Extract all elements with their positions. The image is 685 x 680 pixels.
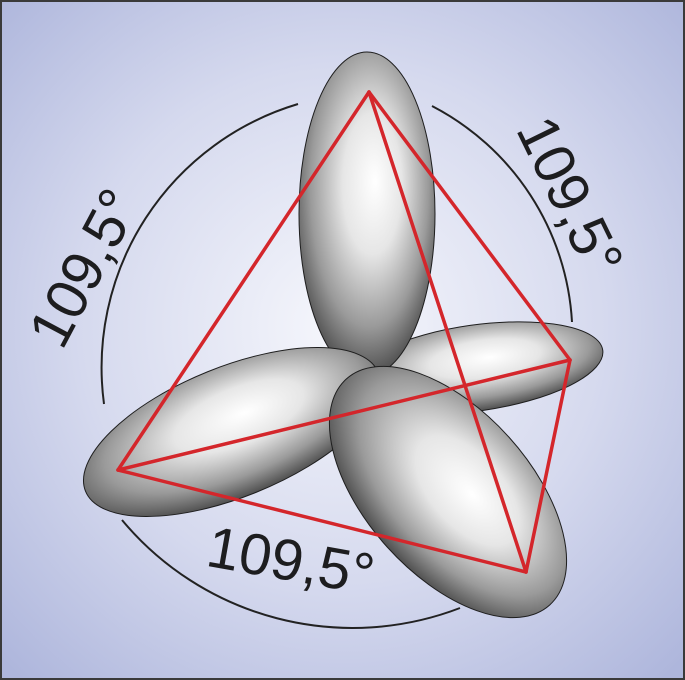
orbital-lobe-top	[299, 52, 435, 376]
